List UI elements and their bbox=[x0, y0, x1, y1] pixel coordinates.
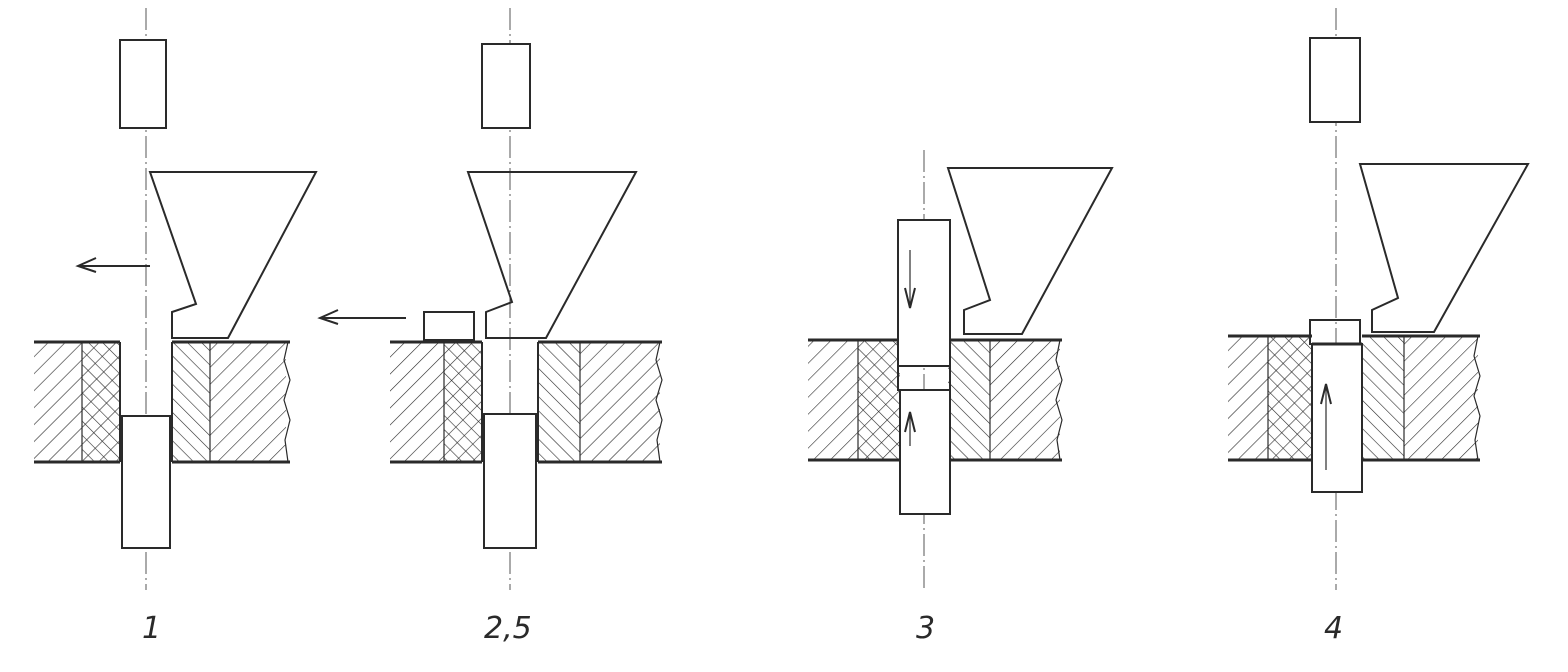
die-block bbox=[34, 340, 291, 464]
arrow-down-icon bbox=[904, 250, 916, 309]
lower-punch bbox=[483, 413, 537, 549]
ejected-tablet bbox=[1309, 319, 1361, 345]
die-block bbox=[1228, 334, 1481, 462]
stage-1: 1 bbox=[34, 8, 318, 646]
lower-punch bbox=[121, 415, 171, 549]
feed-shoe bbox=[946, 167, 1114, 335]
stage-label: 3 bbox=[916, 611, 935, 646]
upper-punch bbox=[1309, 37, 1361, 123]
ejected-tablet bbox=[423, 311, 475, 341]
stage-2-5: 2,5 bbox=[317, 8, 663, 646]
arrow-left-icon bbox=[75, 257, 150, 273]
stage-label: 4 bbox=[1324, 611, 1343, 646]
feed-shoe bbox=[1358, 163, 1530, 333]
stage-3: 3 bbox=[808, 150, 1114, 646]
die-block bbox=[390, 340, 663, 464]
stage-label: 2,5 bbox=[484, 611, 532, 646]
upper-punch bbox=[119, 39, 167, 129]
stage-4: 4 bbox=[1228, 8, 1530, 646]
arrow-up-icon bbox=[904, 411, 916, 446]
feed-shoe bbox=[466, 171, 638, 339]
arrow-left-icon bbox=[317, 309, 406, 325]
stage-label: 1 bbox=[142, 611, 161, 646]
die-block bbox=[808, 338, 1063, 462]
feed-shoe bbox=[148, 171, 318, 339]
arrow-up-icon bbox=[1320, 383, 1332, 470]
lower-punch bbox=[1311, 342, 1363, 493]
lower-punch bbox=[899, 389, 951, 515]
upper-punch bbox=[481, 43, 531, 129]
